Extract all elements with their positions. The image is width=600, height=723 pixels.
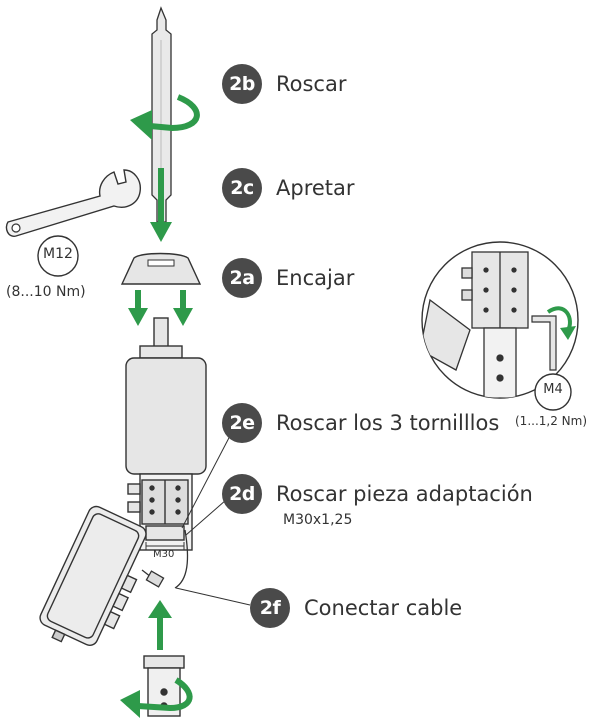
step-2a: 2a Encajar: [222, 258, 354, 298]
step-badge: 2a: [222, 258, 262, 298]
step-badge: 2c: [222, 168, 262, 208]
step-label: Apretar: [276, 176, 355, 200]
key-size-label: M4: [543, 382, 563, 397]
step-badge: 2d: [222, 474, 262, 514]
key-torque-label: (1...1,2 Nm): [515, 414, 588, 428]
step-2c: 2c Apretar: [222, 168, 355, 208]
step-sublabel: M30x1,25: [283, 512, 353, 528]
step-label: Roscar pieza adaptación: [276, 482, 533, 506]
thread-label: M30: [153, 549, 175, 560]
cap-part: [120, 252, 202, 285]
down-arrow-icon: [128, 290, 193, 326]
leader-lines: [175, 431, 251, 606]
step-label: Encajar: [276, 266, 355, 290]
down-arrow-icon: [150, 168, 172, 242]
hex-key-icon: [531, 315, 557, 371]
step-2d: 2d Roscar pieza adaptación: [222, 474, 533, 514]
step-2f: 2f Conectar cable: [250, 588, 462, 628]
sensor-housing: [125, 317, 207, 551]
step-2b: 2b Roscar: [222, 64, 347, 104]
detail-zoom: [421, 241, 579, 399]
step-label: Roscar: [276, 72, 347, 96]
rotate-arrow-icon: [120, 677, 193, 718]
step-badge: 2b: [222, 64, 262, 104]
step-badge: 2f: [250, 588, 290, 628]
electronics-box: [39, 505, 147, 646]
m12-callout: [37, 235, 79, 277]
step-badge: 2e: [222, 403, 262, 443]
step-label: Roscar los 3 tornilllos: [276, 411, 500, 435]
m4-callout: [534, 373, 572, 411]
cable: [141, 529, 189, 589]
step-2e: 2e Roscar los 3 tornilllos: [222, 403, 499, 443]
wrench-torque-label: (8...10 Nm): [6, 284, 86, 300]
m30-dimension: [145, 542, 185, 550]
rotate-arrow-icon: [546, 306, 576, 340]
up-arrow-icon: [148, 600, 172, 650]
step-label: Conectar cable: [304, 596, 463, 620]
wrench-size-label: M12: [43, 246, 73, 262]
wrench-icon: [5, 169, 141, 237]
rotate-arrow-icon: [130, 94, 200, 140]
